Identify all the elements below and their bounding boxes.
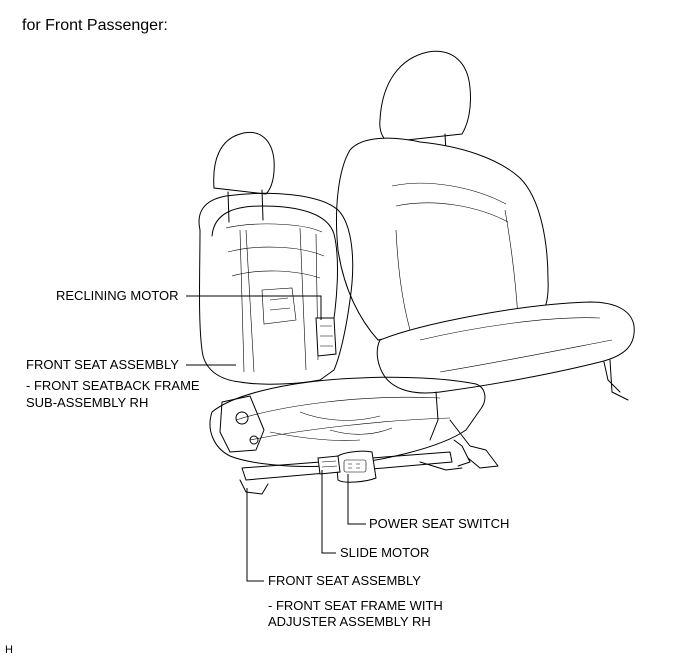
slide-motor-label: SLIDE MOTOR bbox=[340, 545, 430, 560]
power-seat-switch-label: POWER SEAT SWITCH bbox=[369, 516, 510, 531]
seat-frame-label-line2: ADJUSTER ASSEMBLY RH bbox=[268, 614, 431, 629]
complete-seat-drawing bbox=[336, 50, 635, 469]
seat-frame-drawing bbox=[198, 132, 486, 495]
reclining-motor-label: RECLINING MOTOR bbox=[56, 288, 179, 303]
seat-frame-label-line1: - FRONT SEAT FRAME WITH bbox=[268, 598, 443, 613]
leader-lines bbox=[186, 295, 366, 582]
front-seat-assembly-label: FRONT SEAT ASSEMBLY bbox=[26, 357, 179, 372]
seatback-frame-label-line1: - FRONT SEATBACK FRAME bbox=[26, 378, 200, 393]
front-seat-assembly-lower-label: FRONT SEAT ASSEMBLY bbox=[268, 573, 421, 588]
diagram-title: for Front Passenger: bbox=[22, 17, 168, 34]
seatback-frame-label-line2: SUB-ASSEMBLY RH bbox=[26, 395, 149, 410]
figure-code: H bbox=[5, 644, 13, 656]
